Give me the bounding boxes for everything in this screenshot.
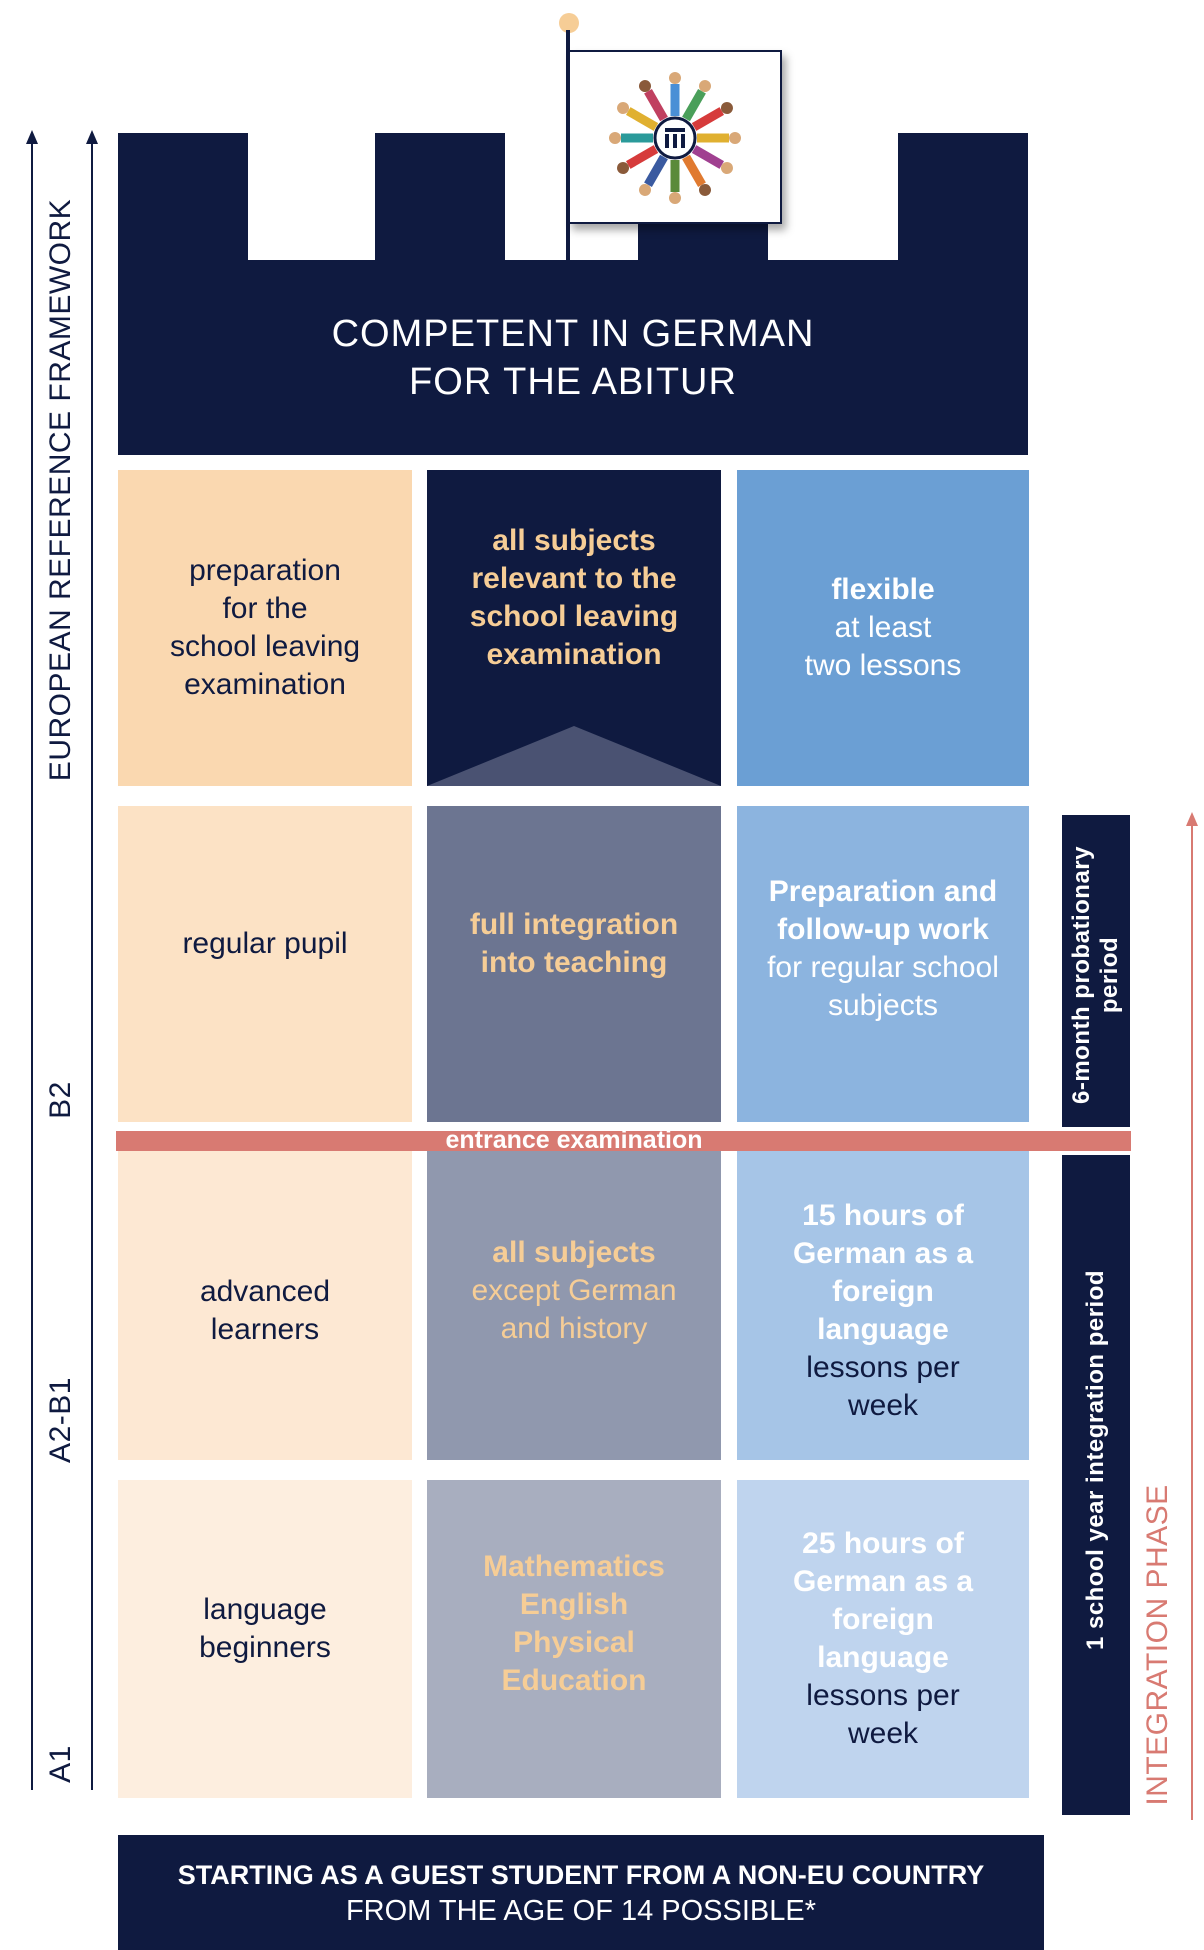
cell-text: all subjects <box>492 1236 656 1269</box>
cell-text: for the <box>222 592 308 625</box>
footer-line2: FROM THE AGE OF 14 POSSIBLE* <box>345 1894 817 1927</box>
level-b2: B2 <box>44 1081 77 1119</box>
cell-text: foreign <box>832 1275 934 1308</box>
circle-of-people-logo-icon <box>609 72 741 204</box>
cell-text: 25 hours of <box>802 1527 964 1560</box>
probation-line2: period <box>1096 936 1123 1014</box>
footer-banner: STARTING AS A GUEST STUDENT FROM A NON-E… <box>118 1835 1044 1950</box>
cell-text: Physical <box>513 1626 635 1659</box>
cell-text: all subjects <box>492 524 656 557</box>
entrance-exam-label: entrance examination <box>445 1126 703 1154</box>
cell-text: beginners <box>199 1631 331 1664</box>
cell-text: flexible <box>831 573 935 606</box>
cell-text: school leaving <box>469 600 679 633</box>
integration-phase-arrow <box>1186 812 1198 1820</box>
cell-text: week <box>847 1717 919 1750</box>
integration-phase-label: INTEGRATION PHASE <box>1141 1484 1174 1806</box>
integration-period-label: 1 school year integration period <box>1082 1269 1109 1651</box>
cell-text: examination <box>184 668 346 701</box>
flag <box>568 50 782 224</box>
row1-col1-cell: preparation for the school leaving exami… <box>118 470 412 786</box>
cell-text: language <box>203 1593 327 1626</box>
castle-merlon-2 <box>375 133 505 263</box>
row2-col1-cell: regular pupil <box>118 806 412 1122</box>
cell-text: except German <box>471 1274 677 1307</box>
cell-text: advanced <box>199 1275 331 1308</box>
cell-text: Preparation and <box>768 875 998 908</box>
level-a2b1: A2-B1 <box>44 1377 77 1463</box>
level-a1: A1 <box>44 1745 77 1783</box>
cell-text: language <box>817 1313 949 1346</box>
footer-line1: STARTING AS A GUEST STUDENT FROM A NON-E… <box>177 1859 985 1890</box>
cell-text: language <box>817 1641 949 1674</box>
castle-merlon-1 <box>118 133 248 263</box>
left-axis-arrows <box>26 130 98 1790</box>
entrance-exam-bar <box>116 1131 1131 1151</box>
row1-col2-cell: all subjects relevant to the school leav… <box>427 470 721 786</box>
probation-label: 6-month probationary period <box>1068 846 1124 1104</box>
row4-col3-cell: 25 hours of German as a foreign language… <box>737 1480 1029 1798</box>
cell-text: learners <box>210 1313 320 1346</box>
integration-period-bar <box>1062 1155 1130 1815</box>
cell-text: lessons per <box>806 1351 960 1384</box>
cell-text: foreign <box>832 1603 934 1636</box>
cell-text: and history <box>500 1312 648 1345</box>
probation-line1: 6-month probationary <box>1068 845 1095 1105</box>
cell-text: at least <box>834 611 932 644</box>
cell-text: for regular school <box>767 951 999 984</box>
row4-col2-cell: Mathematics English Physical Education <box>427 1480 721 1798</box>
cell-text: Mathematics <box>483 1550 665 1583</box>
row3-col1-cell: advanced learners <box>118 1142 412 1460</box>
logo-figures <box>609 72 741 204</box>
framework-label: EUROPEAN REFERENCE FRAMEWORK <box>44 198 77 782</box>
cell-text: 15 hours of <box>802 1199 964 1232</box>
cell-text: follow-up work <box>777 913 989 946</box>
flagpole-knob <box>559 13 579 33</box>
upward-chevron <box>427 726 721 786</box>
castle-title-line2: FOR THE ABITUR <box>409 360 737 403</box>
cell-text: English <box>519 1588 629 1621</box>
cell-text: week <box>847 1389 919 1422</box>
cell-text: full integration <box>469 908 679 941</box>
cell-text: preparation <box>189 554 341 587</box>
cell-text: regular pupil <box>182 927 348 960</box>
cell-text: German as a <box>792 1565 974 1598</box>
cell-text: examination <box>486 638 662 671</box>
row3-col3-cell: 15 hours of German as a foreign language… <box>737 1142 1029 1460</box>
cell-text: subjects <box>827 989 939 1022</box>
cell-text: German as a <box>792 1237 974 1270</box>
cell-text: lessons per <box>806 1679 960 1712</box>
row3-col2-cell: all subjects except German and history <box>427 1142 721 1460</box>
cell-text: two lessons <box>804 649 962 682</box>
cell-text: relevant to the <box>471 562 677 595</box>
castle-title-line1: COMPETENT IN GERMAN <box>331 312 815 355</box>
cell-text: Education <box>501 1664 647 1697</box>
cell-text: school leaving <box>169 630 361 663</box>
row1-col3-cell: flexible at least two lessons <box>737 470 1029 786</box>
row2-col2-cell: full integration into teaching <box>427 806 721 1122</box>
row2-col3-cell: Preparation and follow-up work for regul… <box>737 806 1029 1122</box>
castle-merlon-4 <box>898 133 1028 263</box>
probation-bar <box>1062 815 1130 1127</box>
cell-text: into teaching <box>480 946 668 979</box>
row4-col1-cell: language beginners <box>118 1480 412 1798</box>
castle-title: COMPETENT IN GERMAN FOR THE ABITUR <box>118 260 1028 455</box>
